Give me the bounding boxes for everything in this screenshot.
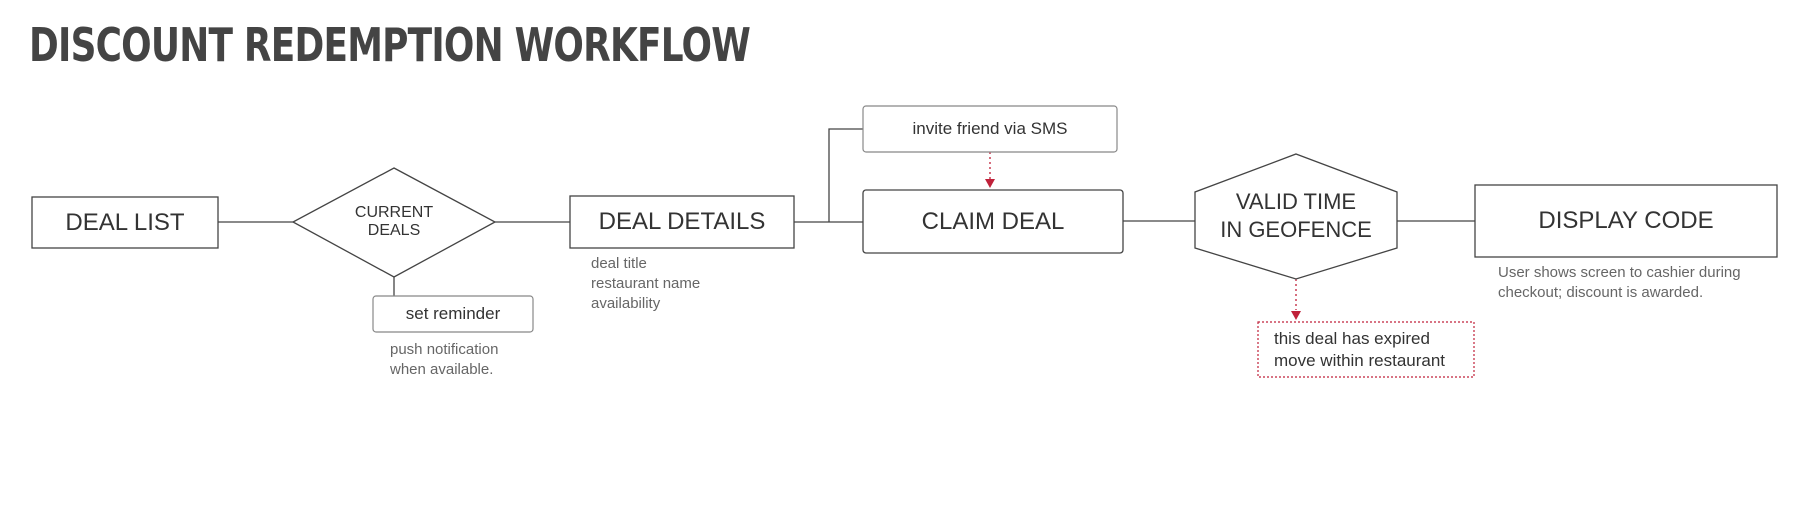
connector-details-invite	[828, 128, 863, 222]
details-note-line1: deal title	[591, 255, 647, 272]
expired-box	[1257, 321, 1475, 378]
display-note-line2: checkout; discount is awarded.	[1498, 284, 1704, 301]
valid-time-label-line2: IN GEOFENCE	[1220, 217, 1372, 242]
deal-list-label: DEAL LIST	[65, 208, 185, 236]
expired-label-line1: this deal has expired	[1274, 328, 1430, 348]
valid-time-hexagon	[1194, 153, 1398, 280]
details-note-line3: availability	[591, 295, 661, 312]
current-deals-diamond	[291, 167, 497, 278]
valid-time-label-line1: VALID TIME	[1235, 189, 1357, 214]
push-note-line2: when available.	[390, 361, 494, 378]
valid-time-label: VALID TIME IN GEOFENCE	[1205, 186, 1387, 246]
claim-deal-label: CLAIM DEAL	[921, 207, 1065, 235]
current-deals-label: CURRENT DEALS	[313, 198, 475, 246]
arrowhead-invite-claim	[985, 179, 995, 188]
invite-friend-box	[862, 105, 1118, 153]
display-code-box	[1474, 184, 1778, 258]
push-note-line1: push notification	[390, 341, 499, 358]
arrowhead-valid-expired	[1291, 311, 1301, 320]
display-code-label: DISPLAY CODE	[1538, 207, 1714, 234]
diagram-title: DISCOUNT REDEMPTION WORKFLOW	[29, 18, 751, 72]
set-reminder-box	[372, 295, 534, 333]
deal-details-label: DEAL DETAILS	[598, 208, 766, 235]
display-code-note: User shows screen to cashier during chec…	[1498, 263, 1741, 303]
invite-friend-label: invite friend via SMS	[912, 119, 1068, 138]
current-deals-label-line1: CURRENT	[354, 204, 434, 221]
deal-details-note: deal title restaurant name availability	[591, 254, 700, 314]
set-reminder-label: set reminder	[405, 304, 501, 323]
display-note-line1: User shows screen to cashier during	[1498, 264, 1741, 281]
claim-deal-box	[862, 189, 1124, 254]
current-deals-label-line2: DEALS	[367, 222, 421, 239]
expired-label-line2: move within restaurant	[1274, 350, 1446, 370]
expired-label: this deal has expired move within restau…	[1258, 322, 1474, 377]
push-notification-note: push notification when available.	[390, 340, 498, 380]
details-note-line2: restaurant name	[591, 275, 701, 292]
deal-details-box	[569, 195, 795, 249]
deal-list-box	[31, 196, 219, 249]
